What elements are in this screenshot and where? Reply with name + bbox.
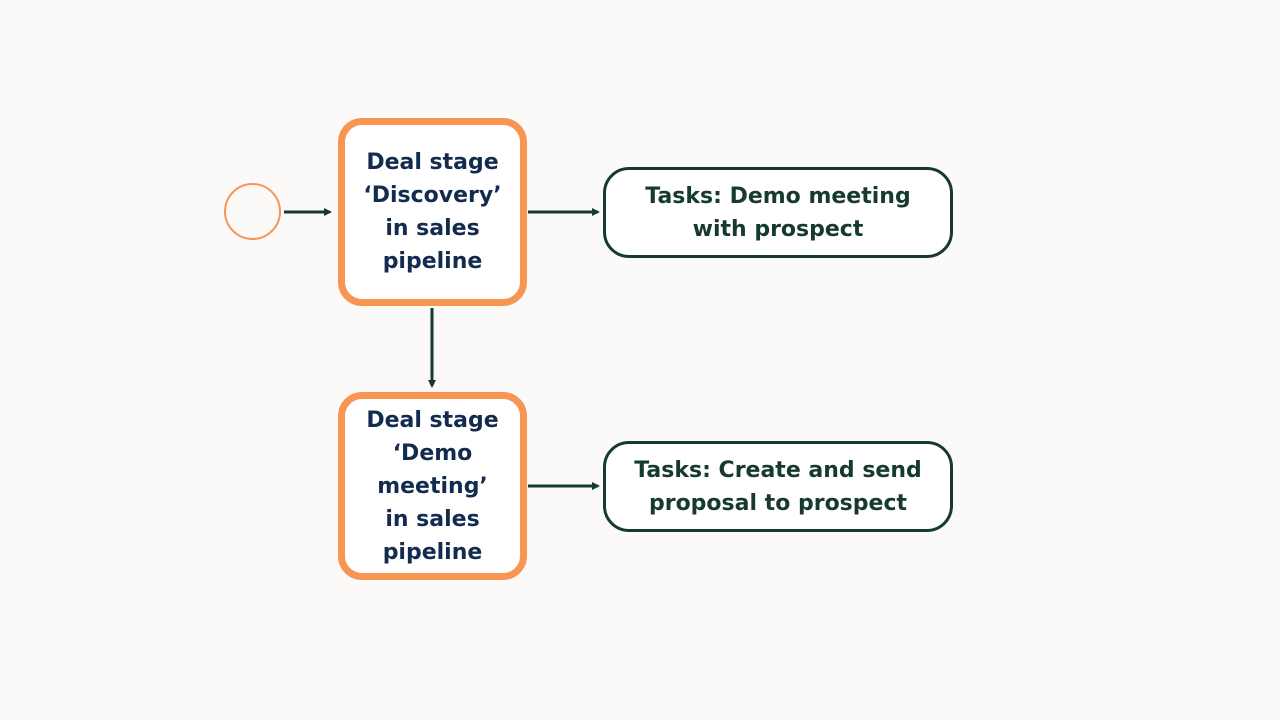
task-label-demo-meeting: Tasks: Demo meeting with prospect <box>645 183 911 242</box>
task-box-demo-meeting[interactable]: Tasks: Demo meeting with prospect <box>603 167 953 258</box>
task-box-proposal[interactable]: Tasks: Create and send proposal to prosp… <box>603 441 953 532</box>
task-label-proposal: Tasks: Create and send proposal to prosp… <box>634 457 922 516</box>
stage-box-demo-meeting[interactable]: Deal stage ‘Demo meeting’ in sales pipel… <box>338 392 527 580</box>
stage-box-discovery[interactable]: Deal stage ‘Discovery’ in sales pipeline <box>338 118 527 306</box>
stage-label-discovery: Deal stage ‘Discovery’ in sales pipeline <box>363 150 502 274</box>
start-node[interactable] <box>224 183 281 240</box>
stage-label-demo-meeting: Deal stage ‘Demo meeting’ in sales pipel… <box>366 407 499 565</box>
